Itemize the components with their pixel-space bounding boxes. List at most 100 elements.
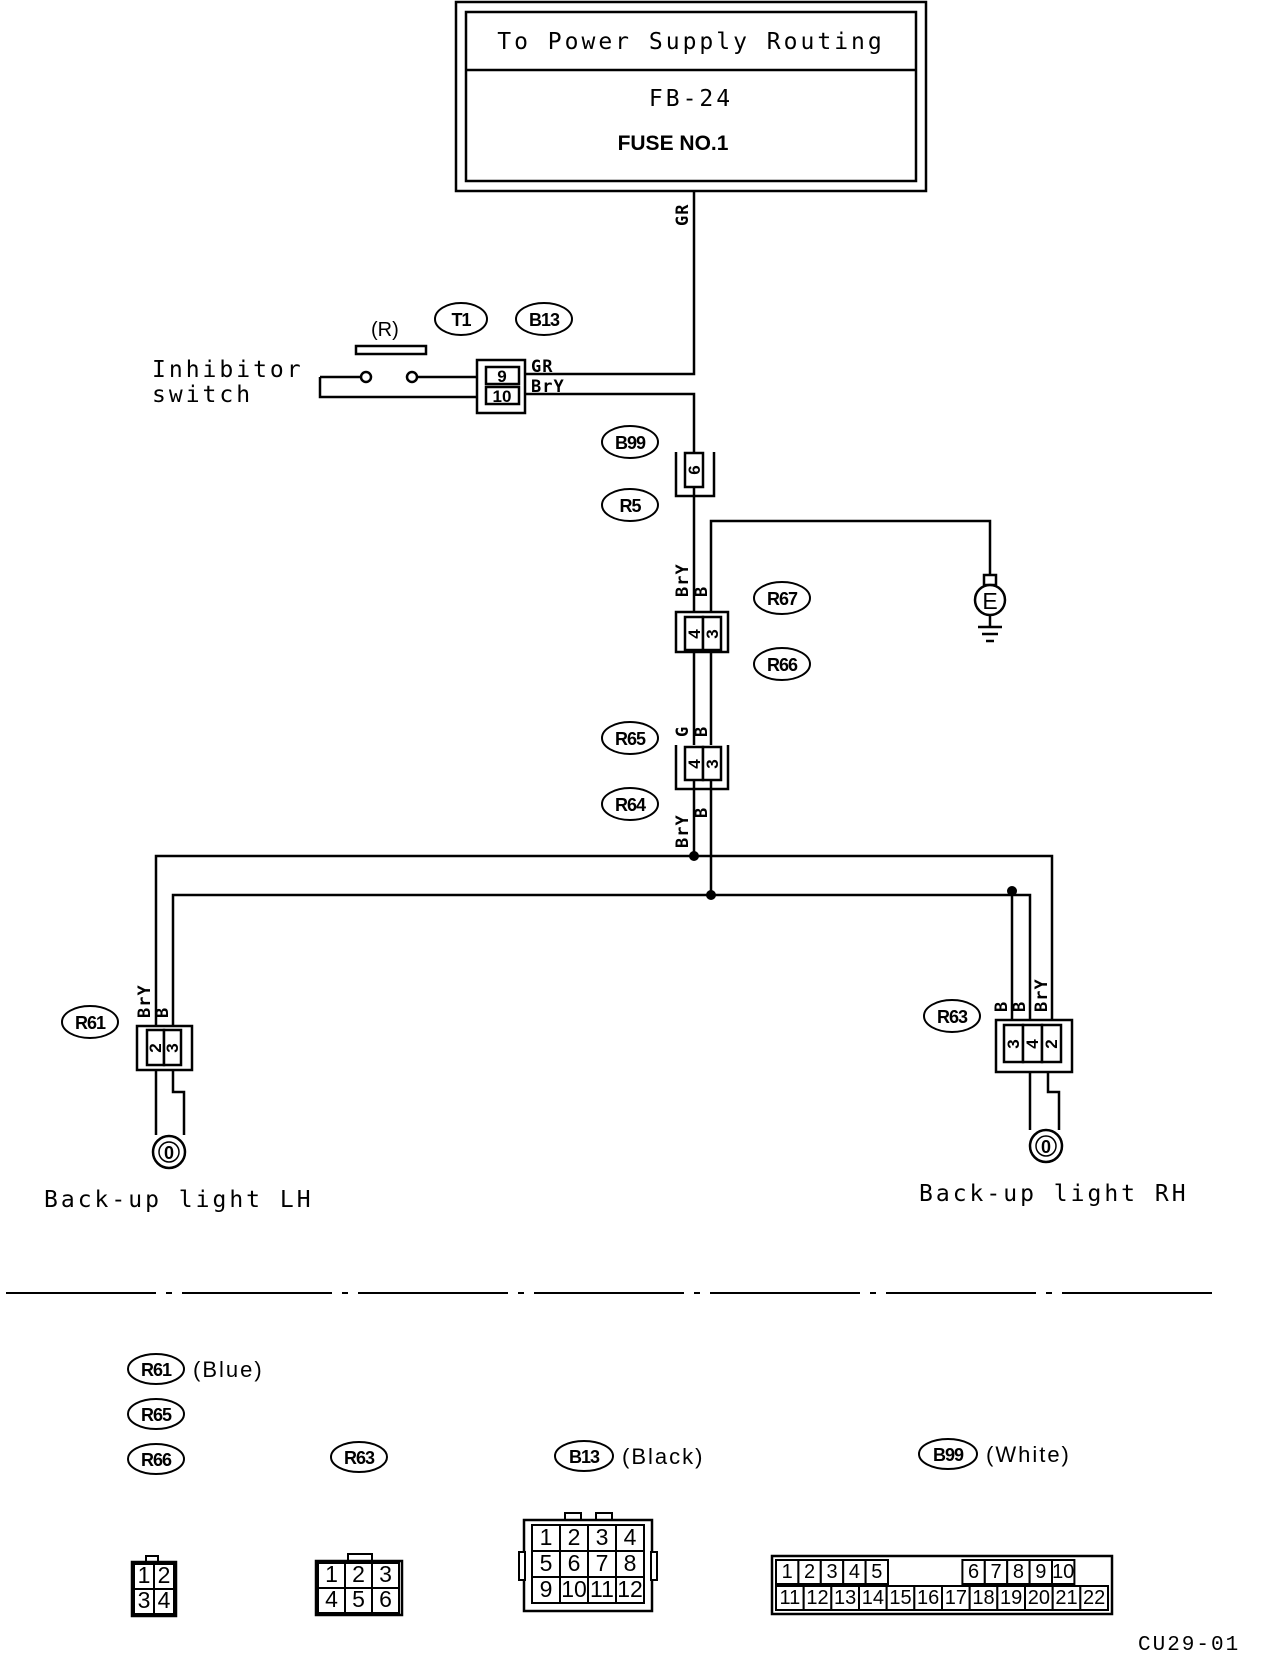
switch-contact-right — [405, 370, 419, 384]
switch-pin-10: 10 — [493, 387, 512, 406]
face-22pin-pin: 16 — [917, 1587, 939, 1609]
wire-color-b-r67: B — [692, 586, 712, 597]
face-6pin-pin: 2 — [352, 1561, 365, 1587]
inhibitor-switch-label-2: switch — [152, 382, 253, 408]
lamp-rh-symbol: 0 — [1041, 1137, 1051, 1157]
junction-b — [706, 890, 716, 900]
legend-r65: R65 — [141, 1405, 172, 1425]
legend-r61-color: (Blue) — [193, 1357, 264, 1382]
connector-bubbles: T1 B13 B99 R5 R67 R66 R65 R64 R61 R63 — [61, 302, 981, 1039]
bubble-r63: R63 — [937, 1007, 968, 1027]
legend-r61: R61 — [141, 1360, 172, 1380]
face-22pin-pin: 5 — [871, 1561, 882, 1583]
face-12pin-pin: 5 — [540, 1550, 553, 1576]
wire-color-gr-switch: GR — [531, 357, 553, 377]
legend-b13: B13 — [569, 1447, 600, 1467]
face-6pin-pin: 1 — [325, 1561, 338, 1587]
lamp-lh-symbol: 0 — [164, 1143, 174, 1163]
wires — [154, 191, 1054, 1035]
face-22pin-pin: 10 — [1052, 1561, 1074, 1583]
face-22pin-pin: 21 — [1055, 1587, 1077, 1609]
face-6pin-pin: 6 — [379, 1586, 392, 1612]
r65-pin-3: 3 — [703, 759, 722, 768]
face-4pin-pin: 4 — [158, 1587, 171, 1613]
bubble-r61: R61 — [75, 1013, 106, 1033]
connector-legend: R61 (Blue) R65 R66 R63 B13 (Black) B99 (… — [127, 1353, 1069, 1475]
face-4pin-pin: 2 — [158, 1562, 171, 1588]
bubble-r66: R66 — [767, 655, 798, 675]
wire-color-b-lh: B — [153, 1007, 173, 1018]
wire-color-g: G — [673, 726, 693, 737]
legend-r63: R63 — [344, 1448, 375, 1468]
wire-color-b-rh-1: B — [992, 1001, 1012, 1012]
face-12pin-pin: 3 — [596, 1524, 609, 1550]
r65-pin-4: 4 — [685, 759, 704, 769]
face-22pin-pin: 3 — [826, 1561, 837, 1583]
wire-gr — [524, 191, 696, 376]
switch-position-label: (R) — [371, 319, 399, 341]
face-22pin-pin: 8 — [1013, 1561, 1024, 1583]
face-22pin-pin: 14 — [862, 1587, 884, 1609]
junction-bry — [689, 851, 699, 861]
wire-color-b-rh-2: B — [1010, 1001, 1030, 1012]
face-22pin-pin: 7 — [990, 1561, 1001, 1583]
face-22pin-pin: 6 — [968, 1561, 979, 1583]
bubble-r67: R67 — [767, 589, 798, 609]
bubble-r64: R64 — [615, 795, 646, 815]
wire-color-b-r64: B — [692, 807, 712, 818]
r63-pin-4: 4 — [1023, 1039, 1042, 1049]
face-6pin-pin: 5 — [352, 1586, 365, 1612]
face-22pin-pin: 19 — [1000, 1587, 1022, 1609]
face-22pin-pin: 4 — [849, 1561, 860, 1583]
wire-color-gr: GR — [673, 204, 693, 226]
face-22pin-pin: 2 — [804, 1561, 815, 1583]
wire-color-bry-rh: BrY — [1032, 978, 1052, 1012]
power-box-title: To Power Supply Routing — [497, 29, 885, 55]
wire-b-ground — [709, 519, 992, 612]
r61-pin-3: 3 — [163, 1043, 182, 1052]
r63-pin-3: 3 — [1004, 1039, 1023, 1048]
diagram-code: CU29-01 — [1138, 1634, 1240, 1657]
b99-pin-6: 6 — [685, 465, 704, 474]
bubble-r5: R5 — [619, 496, 641, 516]
bubble-r65: R65 — [615, 729, 646, 749]
face-22pin-pin: 17 — [945, 1587, 967, 1609]
face-22pin-pin: 11 — [779, 1587, 800, 1609]
face-4pin-pin: 3 — [138, 1587, 151, 1613]
backup-light-lh: 2 3 0 Back-up light LH — [44, 1024, 311, 1213]
wire-color-bry-lh: BrY — [135, 984, 155, 1018]
power-supply-box: To Power Supply Routing FB-24 FUSE NO.1 — [454, 0, 928, 193]
switch-actuator — [354, 344, 428, 356]
inline-connectors: 6 4 3 4 3 — [674, 451, 730, 791]
fuse-number-label: FUSE NO.1 — [618, 132, 729, 155]
junction-b-rh — [1007, 886, 1017, 896]
bubble-b99: B99 — [615, 433, 646, 453]
fuse-block-label: FB-24 — [649, 86, 733, 112]
wire-color-b-r65: B — [692, 726, 712, 737]
r61-pin-2: 2 — [146, 1043, 165, 1052]
face-12pin-pin: 6 — [568, 1550, 581, 1576]
legend-b99: B99 — [933, 1445, 964, 1465]
face-22pin-pin: 12 — [806, 1587, 828, 1609]
face-6pin-pin: 3 — [379, 1561, 392, 1587]
legend-b13-color: (Black) — [622, 1444, 704, 1469]
face-6pin-pin: 4 — [325, 1586, 338, 1612]
face-22pin-pin: 22 — [1083, 1587, 1105, 1609]
face-4pin-pin: 1 — [138, 1562, 151, 1588]
ground-label: E — [982, 588, 997, 614]
face-22pin-pin: 1 — [782, 1561, 793, 1583]
face-12pin-pin: 11 — [590, 1576, 614, 1602]
lamp-rh-label: Back-up light RH — [919, 1181, 1189, 1207]
wire-color-bry-r64: BrY — [673, 814, 693, 848]
face-12pin-pin: 9 — [540, 1576, 553, 1602]
wire-color-bry-switch: BrY — [531, 377, 565, 397]
face-22pin-pin: 18 — [972, 1587, 994, 1609]
inhibitor-switch-label-1: Inhibitor — [152, 357, 304, 383]
r67-pin-4: 4 — [685, 629, 704, 639]
face-12pin-pin: 2 — [568, 1524, 581, 1550]
switch-contact-left — [359, 370, 373, 384]
backup-light-rh: 3 4 2 0 Back-up light RH — [919, 1018, 1189, 1207]
face-12pin-pin: 8 — [624, 1550, 637, 1576]
